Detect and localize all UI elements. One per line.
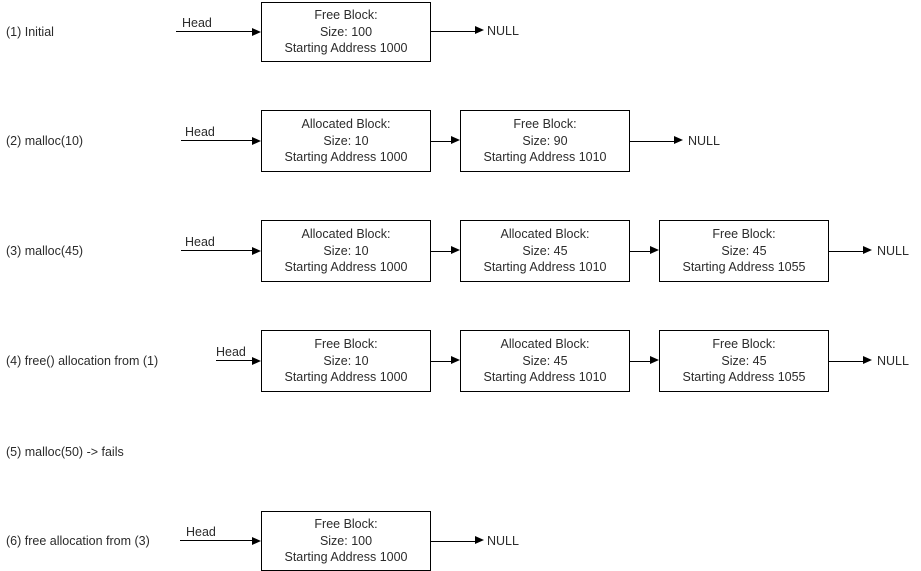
block-address: Starting Address 1000 — [284, 260, 408, 275]
diagram-row-step-5: (5) malloc(50) -> fails — [0, 440, 921, 470]
head-arrow-4: Head — [216, 341, 261, 366]
head-arrow-tip-1 — [252, 28, 261, 37]
null-terminator-1: NULL — [487, 24, 519, 38]
connector-tip — [650, 356, 659, 365]
head-arrow-6: Head — [180, 521, 261, 546]
connector-line — [829, 251, 863, 252]
head-label-4: Head — [216, 345, 246, 359]
connector-line — [431, 541, 475, 542]
connector-tip — [451, 356, 460, 365]
head-arrow-line-2 — [181, 140, 252, 141]
diagram-row-step-3: (3) malloc(45) Head Allocated Block: Siz… — [0, 218, 921, 313]
step-label-5: (5) malloc(50) -> fails — [6, 445, 124, 459]
block-address: Starting Address 1000 — [284, 370, 408, 385]
head-arrow-tip-4 — [252, 357, 261, 366]
step-label-6: (6) free allocation from (3) — [6, 534, 150, 548]
diagram-row-step-4: (4) free() allocation from (1) Head Free… — [0, 328, 921, 423]
block-kind: Allocated Block: — [301, 117, 391, 132]
null-terminator-3: NULL — [877, 244, 909, 258]
block-kind: Allocated Block: — [500, 227, 590, 242]
block-size: Size: 10 — [323, 133, 369, 148]
head-arrow-3: Head — [181, 231, 261, 256]
head-arrow-tip-3 — [252, 247, 261, 256]
block-address: Starting Address 1055 — [682, 260, 806, 275]
connector-tip — [451, 246, 460, 255]
connector-line — [431, 361, 451, 362]
block-address: Starting Address 1010 — [483, 260, 607, 275]
block-kind: Free Block: — [314, 8, 378, 23]
block-kind: Allocated Block: — [301, 227, 391, 242]
head-arrow-tip-2 — [252, 137, 261, 146]
step-label-2: (2) malloc(10) — [6, 134, 84, 148]
block-kind: Free Block: — [712, 227, 776, 242]
connector-tip — [863, 246, 872, 255]
block-kind: Free Block: — [513, 117, 577, 132]
block-size: Size: 10 — [323, 243, 369, 258]
block-size: Size: 10 — [323, 353, 369, 368]
step-label-1: (1) Initial — [6, 25, 54, 39]
null-terminator-6: NULL — [487, 534, 519, 548]
memory-block: Free Block: Size: 10 Starting Address 10… — [261, 330, 431, 392]
null-terminator-2: NULL — [688, 134, 720, 148]
connector-tip — [475, 26, 484, 35]
connector-line — [630, 361, 650, 362]
connector-tip — [475, 536, 484, 545]
block-address: Starting Address 1000 — [284, 150, 408, 165]
block-kind: Free Block: — [712, 337, 776, 352]
block-size: Size: 100 — [319, 24, 373, 39]
head-label-2: Head — [185, 125, 215, 139]
head-arrow-line-6 — [180, 540, 252, 541]
diagram-row-step-6: (6) free allocation from (3) Head Free B… — [0, 509, 921, 571]
null-terminator-4: NULL — [877, 354, 909, 368]
connector-line — [630, 251, 650, 252]
head-arrow-line-1 — [176, 31, 252, 32]
block-address: Starting Address 1010 — [483, 150, 607, 165]
head-arrow-tip-6 — [252, 537, 261, 546]
memory-block: Free Block: Size: 45 Starting Address 10… — [659, 220, 829, 282]
block-kind: Free Block: — [314, 517, 378, 532]
head-label-1: Head — [182, 16, 212, 30]
connector-line — [431, 251, 451, 252]
memory-block: Allocated Block: Size: 10 Starting Addre… — [261, 110, 431, 172]
connector-line — [431, 141, 451, 142]
block-address: Starting Address 1000 — [284, 550, 408, 565]
memory-block: Free Block: Size: 100 Starting Address 1… — [261, 2, 431, 62]
head-arrow-1: Head — [176, 12, 261, 37]
head-label-6: Head — [186, 525, 216, 539]
memory-block: Free Block: Size: 45 Starting Address 10… — [659, 330, 829, 392]
block-size: Size: 90 — [522, 133, 568, 148]
connector-tip — [650, 246, 659, 255]
head-label-3: Head — [185, 235, 215, 249]
step-label-4: (4) free() allocation from (1) — [6, 354, 159, 368]
block-size: Size: 100 — [319, 533, 373, 548]
step-label-3: (3) malloc(45) — [6, 244, 84, 258]
connector-line — [630, 141, 674, 142]
head-arrow-2: Head — [181, 121, 261, 146]
block-size: Size: 45 — [721, 243, 767, 258]
connector-line — [829, 361, 863, 362]
memory-block: Allocated Block: Size: 10 Starting Addre… — [261, 220, 431, 282]
head-arrow-line-3 — [181, 250, 252, 251]
head-arrow-line-4 — [216, 360, 252, 361]
diagram-row-step-2: (2) malloc(10) Head Allocated Block: Siz… — [0, 108, 921, 203]
connector-tip — [674, 136, 683, 145]
memory-block: Free Block: Size: 90 Starting Address 10… — [460, 110, 630, 172]
memory-block: Allocated Block: Size: 45 Starting Addre… — [460, 220, 630, 282]
block-size: Size: 45 — [522, 243, 568, 258]
memory-block: Free Block: Size: 100 Starting Address 1… — [261, 511, 431, 571]
connector-tip — [451, 136, 460, 145]
block-size: Size: 45 — [721, 353, 767, 368]
memory-block: Allocated Block: Size: 45 Starting Addre… — [460, 330, 630, 392]
block-kind: Allocated Block: — [500, 337, 590, 352]
diagram-row-step-1: (1) Initial Head Free Block: Size: 100 S… — [0, 0, 921, 95]
connector-line — [431, 31, 475, 32]
block-kind: Free Block: — [314, 337, 378, 352]
block-address: Starting Address 1000 — [284, 41, 408, 56]
block-address: Starting Address 1010 — [483, 370, 607, 385]
block-size: Size: 45 — [522, 353, 568, 368]
connector-tip — [863, 356, 872, 365]
block-address: Starting Address 1055 — [682, 370, 806, 385]
